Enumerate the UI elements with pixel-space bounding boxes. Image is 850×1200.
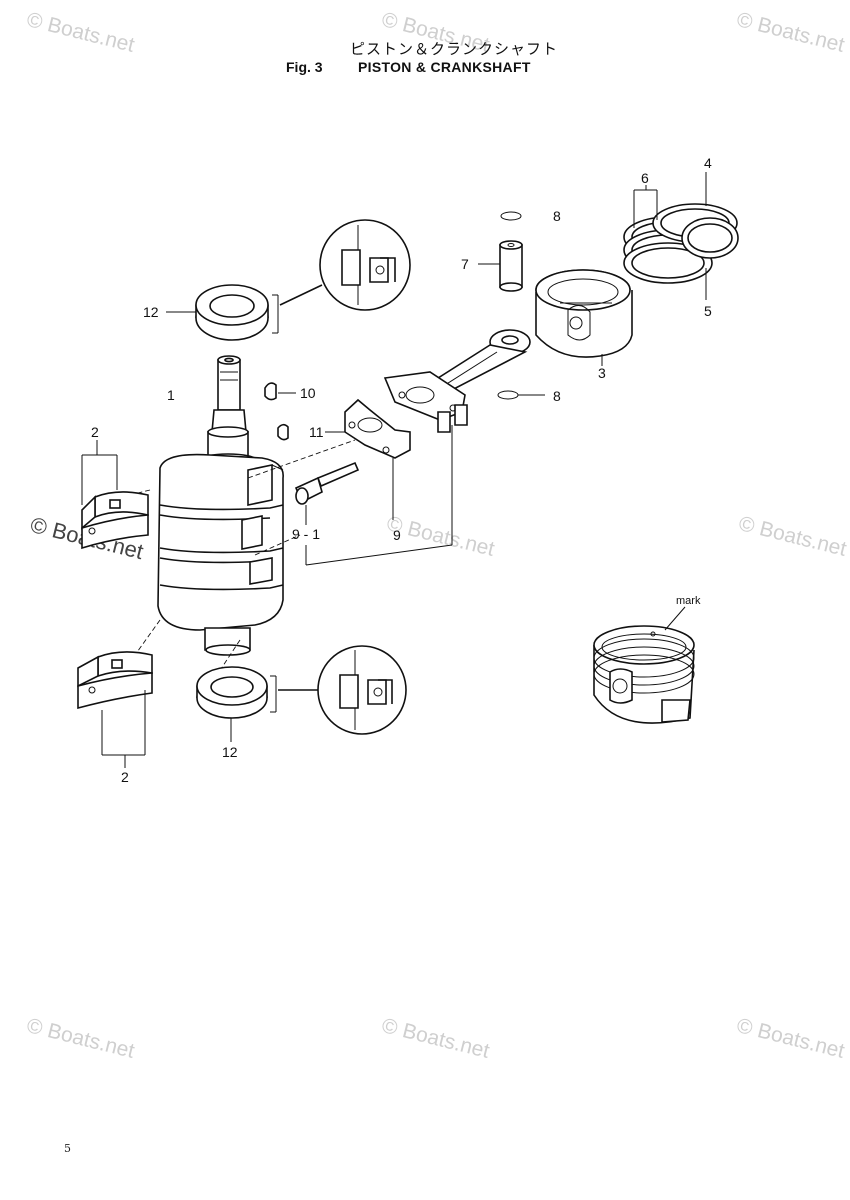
callout-mark: mark: [676, 595, 701, 607]
crankshaft: [157, 355, 284, 656]
connecting-rod: [383, 329, 531, 433]
woodruff-key: [264, 382, 289, 441]
oil-seal-upper: [195, 284, 269, 341]
main-bearing-upper: [81, 491, 149, 550]
callout-10: 10: [300, 385, 316, 401]
rod-cap: [344, 398, 411, 459]
piston: [535, 269, 633, 358]
callout-7: 7: [461, 256, 469, 272]
callout-9: 9: [393, 527, 401, 543]
main-bearing-lower: [77, 651, 153, 710]
figure-number: Fig. 3: [286, 59, 323, 75]
piston-rings: [623, 203, 739, 284]
figure-title: PISTON & CRANKSHAFT: [358, 59, 531, 75]
seal-detail-circle-lower: [317, 645, 407, 735]
callout-2-lower: 2: [121, 769, 129, 785]
callout-9-1: 9 - 1: [292, 526, 320, 542]
callout-8-upper: 8: [553, 208, 561, 224]
callout-11: 11: [309, 424, 324, 440]
title-japanese: ピストン＆クランクシャフト: [350, 40, 559, 58]
callout-12-upper: 12: [143, 304, 159, 320]
piston-pin: [499, 240, 523, 292]
seal-detail-circle-upper: [319, 219, 411, 311]
oil-seal-lower: [196, 666, 268, 719]
callout-1: 1: [167, 387, 175, 403]
callout-5: 5: [704, 303, 712, 319]
callout-12-lower: 12: [222, 744, 238, 760]
reference-piston: [593, 625, 695, 724]
rod-bolt: [294, 461, 360, 505]
callout-4: 4: [704, 155, 712, 171]
callout-6: 6: [641, 170, 649, 186]
piston-pin-clip: [497, 211, 522, 400]
callout-3: 3: [598, 365, 606, 381]
page-number: 5: [64, 1142, 71, 1155]
callout-2-upper: 2: [91, 424, 99, 440]
callout-8-lower: 8: [553, 388, 561, 404]
